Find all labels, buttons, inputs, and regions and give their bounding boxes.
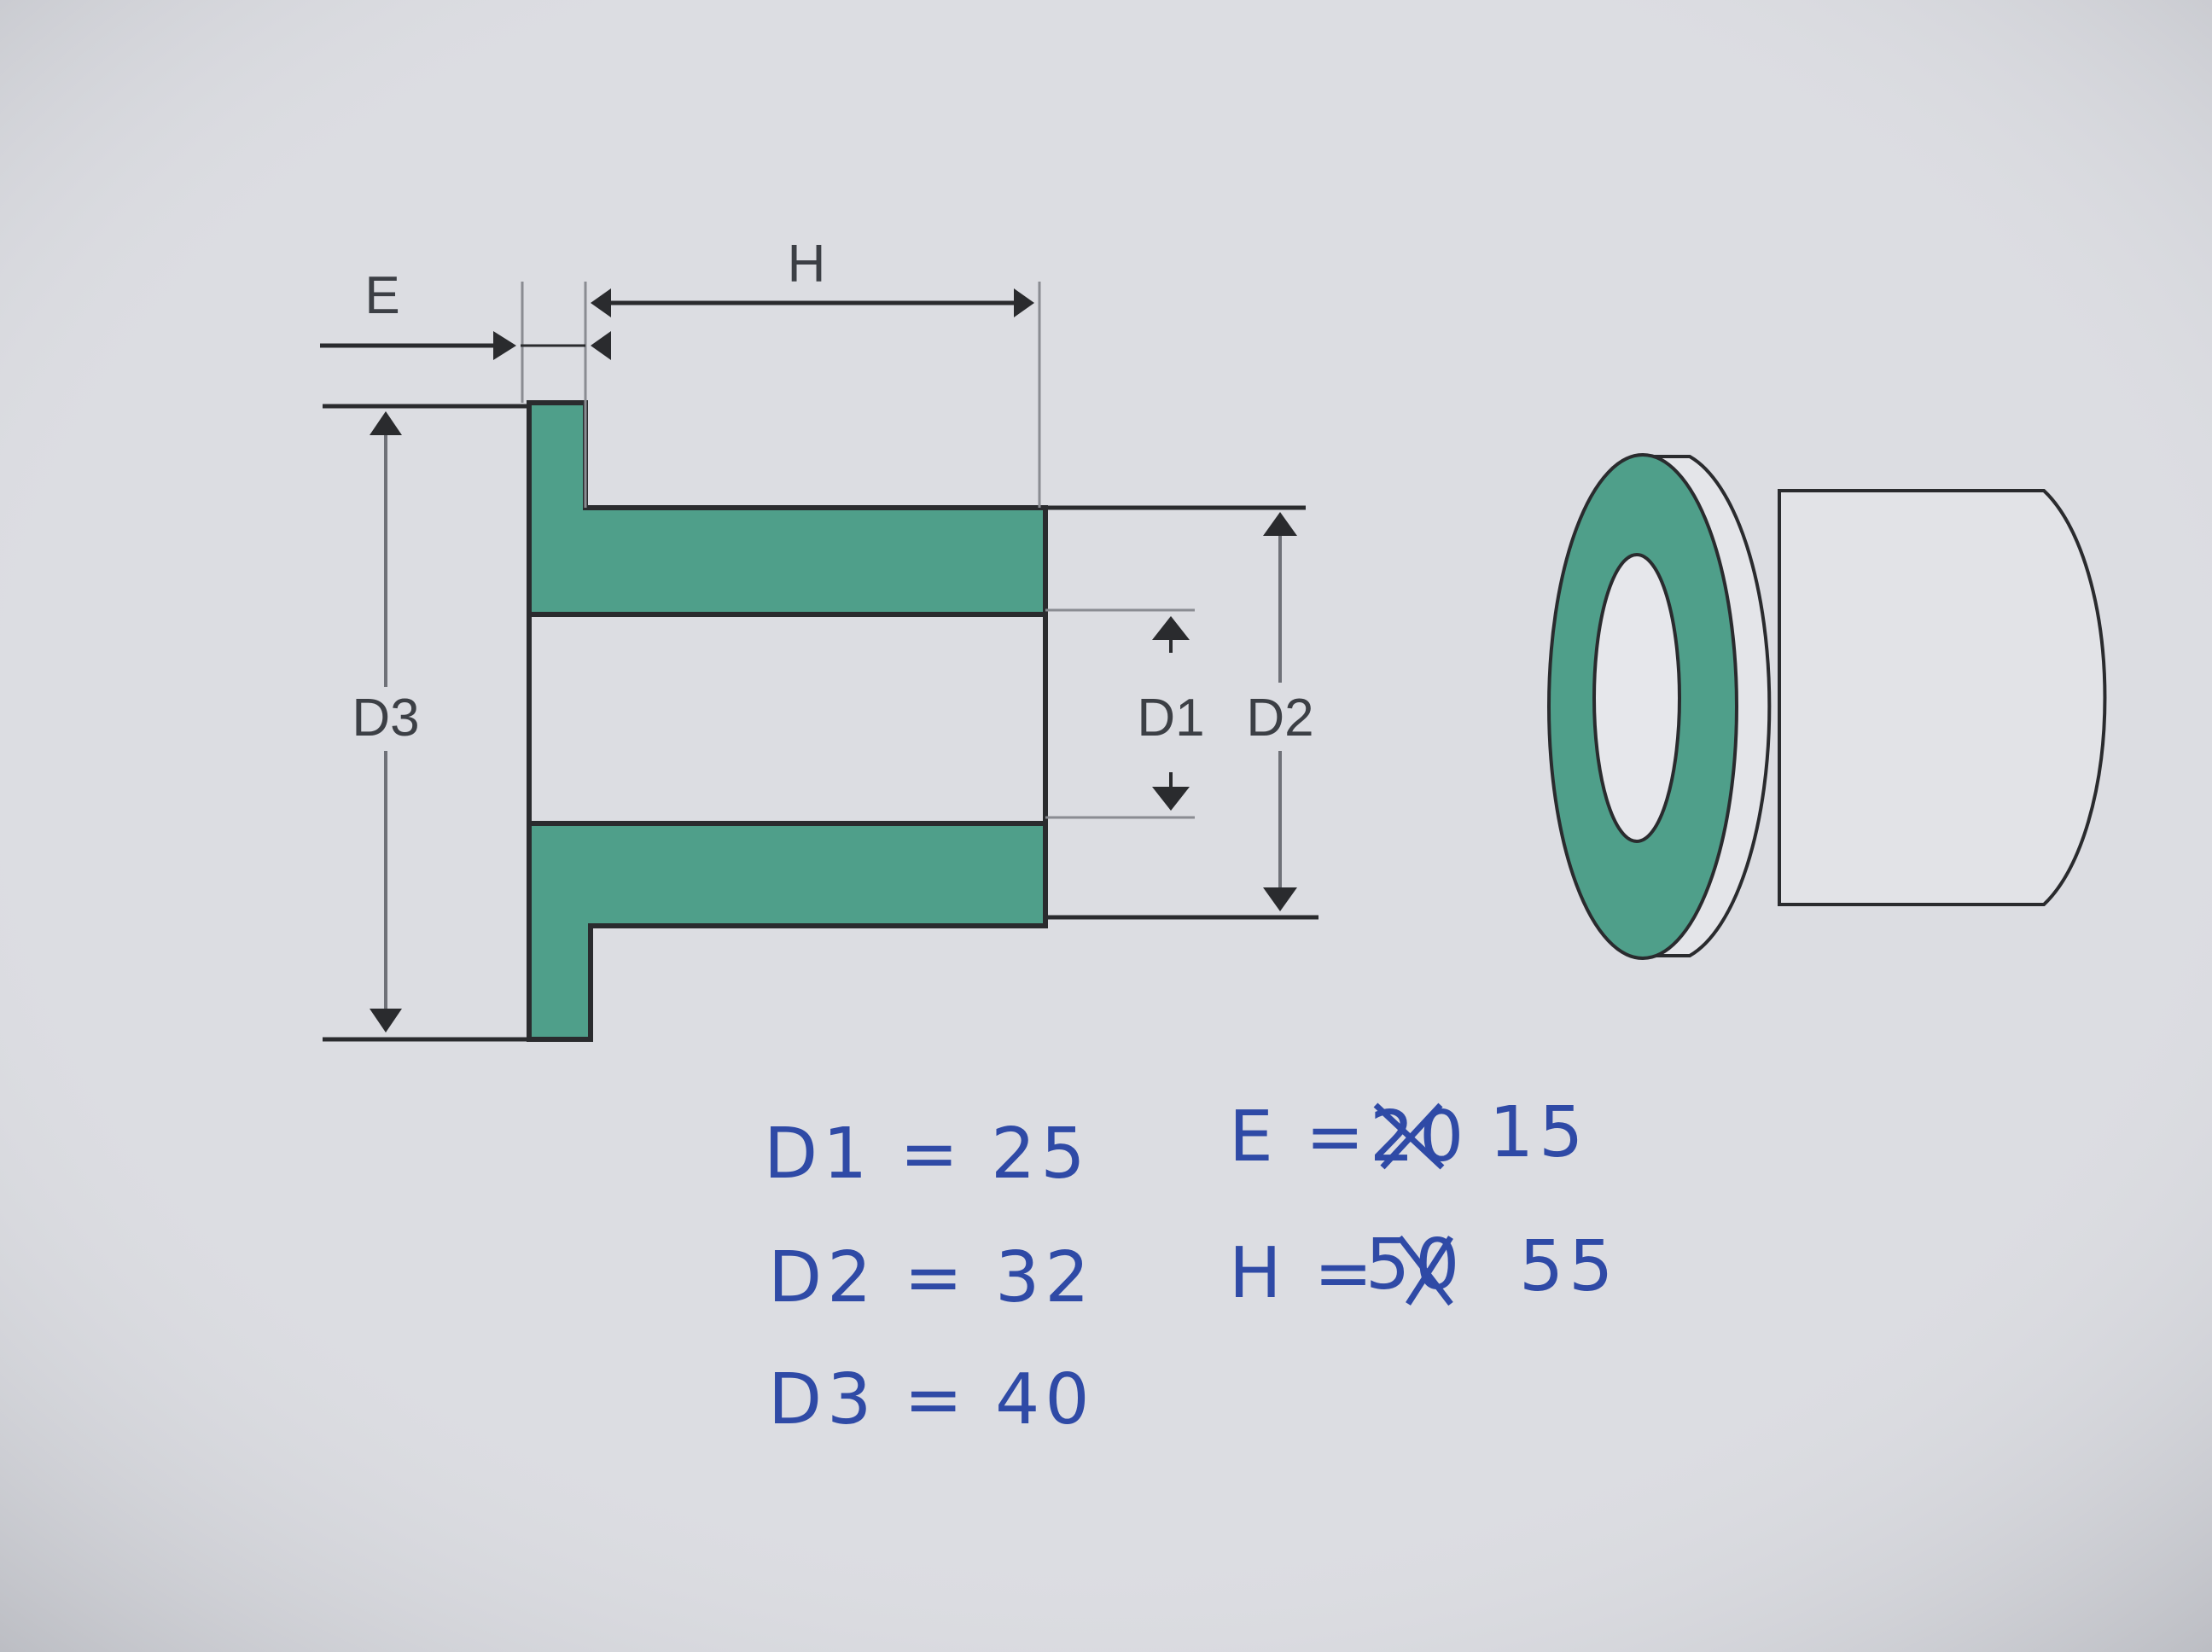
note-d1: D1 = 25 [764,1114,1091,1195]
note-e-value: 15 [1489,1092,1588,1173]
h-strike-line-2 [1406,1236,1453,1306]
isometric-view [1547,453,2107,960]
label-d3: D3 [352,689,419,747]
note-e-lhs: E = [1229,1096,1370,1178]
label-d1: D1 [1137,689,1204,747]
h-arrow-left-head [591,288,611,317]
iso-bore [1592,553,1681,843]
thin-extension-lines [521,282,1195,819]
d3-arrow-bottom-head [370,1009,402,1032]
note-h-value: 55 [1519,1226,1618,1307]
iso-tube-body [1778,489,2107,906]
label-d2: D2 [1246,689,1313,747]
d1-arrow-top-head [1152,616,1190,640]
h-arrow-right-head [1014,288,1034,317]
dimension-lines [320,288,1297,1032]
label-e: E [364,266,399,325]
h-strike-line-1 [1397,1235,1453,1306]
label-h: H [788,235,826,294]
extension-lines [323,404,1318,1042]
d2-arrow-top-head [1263,512,1297,536]
e-strike-line-2 [1380,1102,1443,1170]
note-d3: D3 = 40 [768,1359,1095,1440]
e-arrow-left-head [493,331,516,360]
d2-arrow-bottom-head [1263,887,1297,911]
d3-arrow-top-head [370,411,402,435]
e-arrow-right-head [591,331,611,360]
note-d2: D2 = 32 [768,1237,1095,1318]
d1-arrow-bottom-head [1152,787,1190,811]
handwritten-notes: D1 = 25 D2 = 32 D3 = 40 E = 20 15 H = 50… [764,1092,1618,1440]
note-h-lhs: H = [1229,1233,1377,1314]
